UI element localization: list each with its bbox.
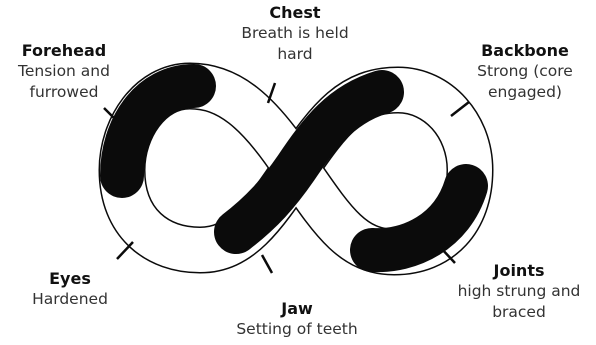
label-joints-title: Joints	[446, 260, 592, 281]
label-backbone-title: Backbone	[460, 40, 590, 61]
label-chest-title: Chest	[220, 2, 370, 23]
label-chest-desc: Breath is held hard	[220, 23, 370, 65]
label-joints-desc: high strung and braced	[446, 281, 592, 323]
label-jaw-title: Jaw	[222, 298, 372, 319]
label-forehead-title: Forehead	[4, 40, 124, 61]
label-eyes: Eyes Hardened	[20, 268, 120, 310]
segment-joints	[372, 186, 466, 250]
tick-jaw	[262, 255, 272, 273]
segment-forehead	[122, 86, 194, 176]
label-eyes-desc: Hardened	[20, 289, 120, 310]
label-backbone: Backbone Strong (core engaged)	[460, 40, 590, 103]
label-forehead-desc: Tension and furrowed	[4, 61, 124, 103]
label-chest: Chest Breath is held hard	[220, 2, 370, 65]
label-forehead: Forehead Tension and furrowed	[4, 40, 124, 103]
label-eyes-title: Eyes	[20, 268, 120, 289]
label-jaw-desc: Setting of teeth	[222, 319, 372, 340]
label-jaw: Jaw Setting of teeth	[222, 298, 372, 340]
label-backbone-desc: Strong (core engaged)	[460, 61, 590, 103]
tick-eyes	[117, 242, 133, 259]
label-joints: Joints high strung and braced	[446, 260, 592, 323]
